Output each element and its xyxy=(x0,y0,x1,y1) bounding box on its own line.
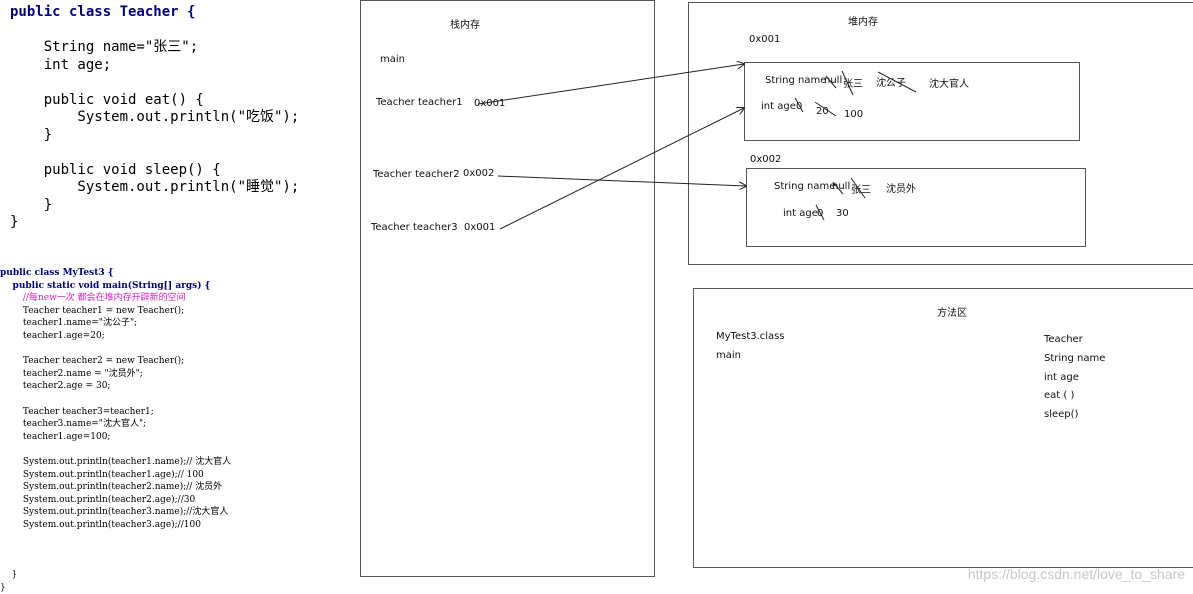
code-line: } xyxy=(10,196,53,213)
code-line: int age; xyxy=(10,56,112,73)
code-line: teacher1.name="沈公子"; xyxy=(0,318,138,329)
stack-title: 栈内存 xyxy=(450,20,480,31)
code-line: public void sleep() { xyxy=(10,161,221,178)
stack-teacher2-label: Teacher teacher2 xyxy=(373,169,460,180)
method-area-teacher-name: String name xyxy=(1044,353,1106,364)
obj2-age-field: int age xyxy=(783,208,818,219)
obj2-age-value-1: 30 xyxy=(836,208,849,219)
stack-teacher3-addr: 0x001 xyxy=(464,222,496,233)
code-line: teacher1.age=100; xyxy=(0,431,111,442)
obj1-name-field: String name xyxy=(765,75,827,86)
obj1-age-value-0: 0 xyxy=(796,101,803,112)
code-line: Teacher teacher2 = new Teacher(); xyxy=(0,356,185,367)
obj2-name-value-1: 张三 xyxy=(851,185,871,196)
strike-obj1-null xyxy=(825,75,837,89)
obj1-name-value-1: 张三 xyxy=(843,79,863,90)
stack-main-frame: main xyxy=(380,54,405,65)
mytest3-class-code: public class MyTest3 { public static voi… xyxy=(0,267,231,594)
stack-teacher3-label: Teacher teacher3 xyxy=(371,222,458,233)
obj1-age-value-1: 20 xyxy=(816,106,829,117)
method-area-box xyxy=(693,288,1193,568)
code-line: teacher3.name="沈大官人"; xyxy=(0,419,147,430)
strike-obj2-zhangsan xyxy=(850,177,866,199)
heap-obj1-address: 0x001 xyxy=(749,34,781,45)
watermark: https://blog.csdn.net/love_to_share xyxy=(967,566,1185,582)
teacher-class-code: public class Teacher { String name="张三";… xyxy=(10,4,299,232)
code-line: System.out.println(teacher3.age);//100 xyxy=(0,519,201,530)
strike-obj1-shengongzi xyxy=(877,71,917,93)
heap-object-1 xyxy=(744,62,1080,141)
strike-obj1-age20 xyxy=(814,101,837,117)
code-line: System.out.println("睡觉"); xyxy=(10,179,300,195)
code-line: public static void main(String[] args) { xyxy=(0,280,211,291)
arrow-teacher2-to-obj2 xyxy=(497,175,746,186)
code-line: Teacher teacher3=teacher1; xyxy=(0,406,154,417)
method-area-teacher-age: int age xyxy=(1044,372,1079,383)
code-line: teacher2.age = 30; xyxy=(0,381,111,392)
obj1-age-value-2: 100 xyxy=(844,109,864,120)
code-line: } xyxy=(0,570,18,581)
method-area-title: 方法区 xyxy=(937,308,967,319)
code-line: System.out.println(teacher2.age);//30 xyxy=(0,494,196,505)
heap-title: 堆内存 xyxy=(848,17,878,28)
stack-teacher1-addr: 0x001 xyxy=(474,98,506,109)
code-line: Teacher teacher1 = new Teacher(); xyxy=(0,305,185,316)
code-line: String name="张三"; xyxy=(10,39,199,55)
obj2-name-null: null xyxy=(832,181,851,192)
code-line: } xyxy=(10,126,53,143)
strike-obj2-null xyxy=(832,181,844,195)
code-line: public void eat() { xyxy=(10,91,204,108)
obj1-name-value-3: 沈大官人 xyxy=(929,79,969,90)
code-line: public class Teacher { xyxy=(10,4,196,20)
code-line: System.out.println("吃饭"); xyxy=(10,109,300,125)
obj1-name-null: null xyxy=(824,75,843,86)
stack-memory-box xyxy=(360,0,655,577)
code-line: } xyxy=(10,214,19,230)
strike-obj1-zhangsan xyxy=(841,70,854,96)
heap-obj2-address: 0x002 xyxy=(750,154,782,165)
code-line: System.out.println(teacher1.name);// 沈大官… xyxy=(0,456,232,467)
stack-teacher1-label: Teacher teacher1 xyxy=(376,97,463,108)
method-area-class-mytest3: MyTest3.class xyxy=(716,331,785,342)
method-area-mytest3-main: main xyxy=(716,350,741,361)
code-line: public class MyTest3 { xyxy=(0,268,114,278)
code-line: System.out.println(teacher2.name);// 沈员外 xyxy=(0,482,223,493)
method-area-teacher-sleep: sleep() xyxy=(1044,409,1079,420)
arrow-teacher3-to-obj1 xyxy=(499,108,744,230)
strike-obj2-age0 xyxy=(815,204,825,221)
code-line: teacher1.age=20; xyxy=(0,330,105,341)
code-comment: //每new一次 都会在堆内存开辟新的空间 xyxy=(0,293,186,304)
obj1-age-field: int age xyxy=(761,101,796,112)
obj2-name-field: String name xyxy=(774,181,836,192)
stack-teacher2-addr: 0x002 xyxy=(463,168,495,179)
obj1-name-value-2: 沈公子 xyxy=(876,78,906,89)
code-line: System.out.println(teacher1.age);// 100 xyxy=(0,469,204,480)
heap-object-2 xyxy=(746,168,1086,247)
strike-obj1-age0 xyxy=(794,97,804,113)
obj2-name-value-2: 沈员外 xyxy=(886,184,916,195)
arrow-teacher1-to-obj1 xyxy=(477,64,744,105)
code-line: teacher2.name = "沈员外"; xyxy=(0,368,143,379)
code-line: System.out.println(teacher3.name);//沈大官人 xyxy=(0,507,229,518)
method-area-teacher-eat: eat ( ) xyxy=(1044,390,1075,401)
method-area-class-teacher: Teacher xyxy=(1044,334,1083,345)
heap-memory-box xyxy=(688,2,1193,265)
